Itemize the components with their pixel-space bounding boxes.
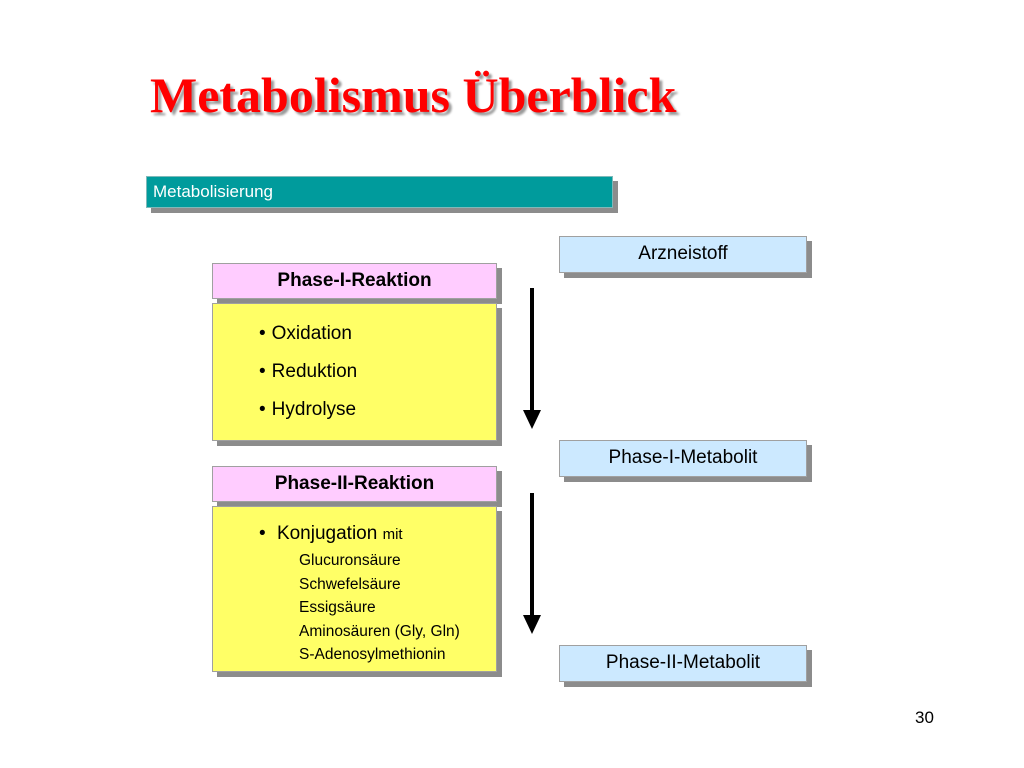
phase2-main-item: Konjugation mit	[259, 523, 403, 545]
phase2-body: Konjugation mit Glucuronsäure Schwefelsä…	[212, 506, 497, 672]
arrow-down-icon	[523, 493, 541, 634]
flow-end-box: Phase-II-Metabolit	[559, 645, 807, 682]
conjugation-partner-schwefelsaeure: Schwefelsäure	[299, 575, 401, 593]
slide-title: Metabolismus Überblick	[150, 67, 677, 123]
conjugation-partner-glucuronsaeure: Glucuronsäure	[299, 552, 401, 569]
phase1-item-oxidation: Oxidation	[259, 324, 357, 343]
phase1-item-reduktion: Reduktion	[259, 362, 358, 381]
page-number: 30	[915, 708, 934, 727]
phase2-main-item-suffix: mit	[382, 526, 403, 543]
phase1-reaction-list: Oxidation Reduktion Hydrolyse	[259, 324, 358, 438]
flow-start-box: Arzneistoff	[559, 236, 807, 273]
conjugation-partner-essigsaeure: Essigsäure	[299, 599, 376, 616]
phase1-header: Phase-I-Reaktion	[212, 263, 497, 299]
phase2-header: Phase-II-Reaktion	[212, 466, 497, 502]
conjugation-partner-s-adenosylmethionin: S-Adenosylmethionin	[299, 646, 446, 663]
conjugation-partner-aminosaeuren: Aminosäuren (Gly, Gln)	[299, 622, 460, 640]
phase1-body: Oxidation Reduktion Hydrolyse	[212, 303, 497, 441]
arrow-down-icon	[523, 288, 541, 429]
conjugation-partner-list: Glucuronsäure Schwefelsäure Essigsäure A…	[299, 549, 460, 667]
section-label-bar: Metabolisierung	[146, 176, 613, 208]
phase2-main-item-label: Konjugation	[276, 523, 378, 544]
flow-intermediate-box: Phase-I-Metabolit	[559, 440, 807, 477]
phase1-item-hydrolyse: Hydrolyse	[259, 400, 357, 419]
